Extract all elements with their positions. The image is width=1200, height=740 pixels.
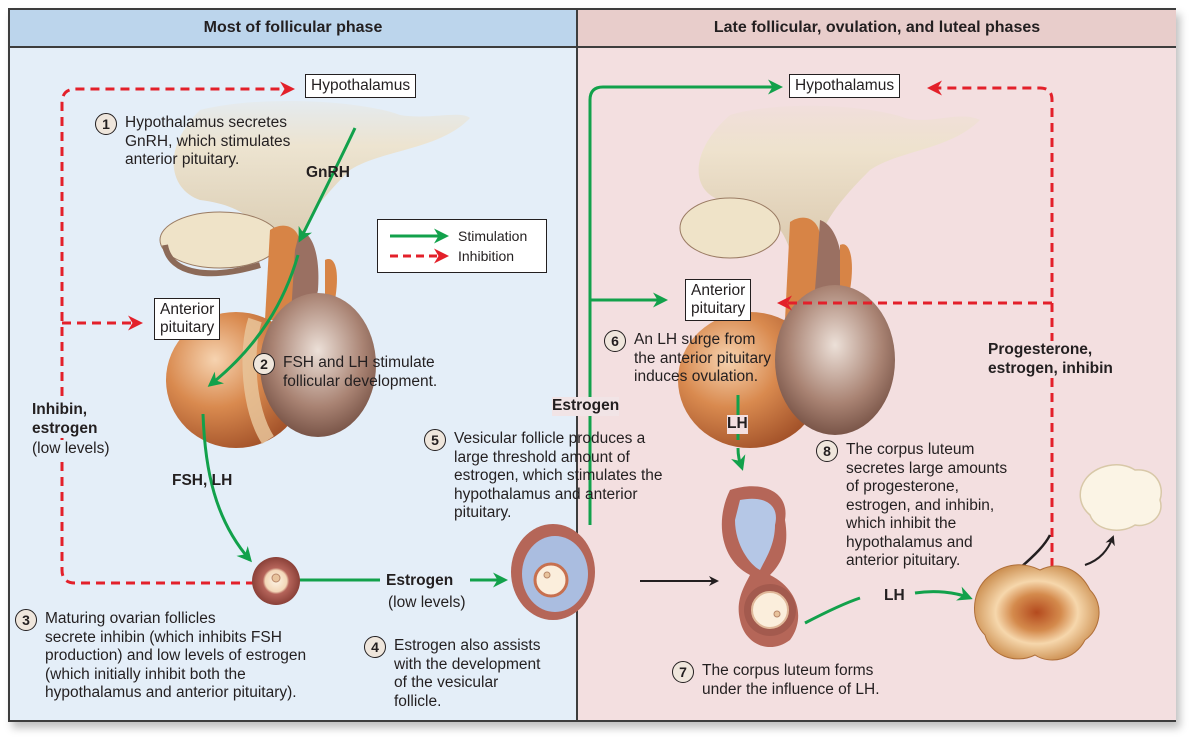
label-fsh-lh: FSH, LH	[172, 472, 233, 489]
step-number: 2	[253, 353, 275, 375]
legend-stimulation-label: Stimulation	[458, 228, 528, 244]
step-text: Vesicular follicle produces a large thre…	[454, 430, 663, 521]
step-5: 5 Vesicular follicle produces a large th…	[424, 429, 663, 523]
left-pituitary-gland	[166, 225, 376, 448]
corpus-albicans	[1079, 464, 1162, 531]
right-hypothalamus-box: Hypothalamus	[789, 74, 901, 98]
legend: Stimulation Inhibition	[377, 219, 547, 273]
step-2: 2 FSH and LH stimulate follicular develo…	[253, 353, 438, 391]
right-brain-tissue	[679, 105, 980, 259]
step-number: 3	[15, 609, 37, 631]
label-inhibin-estrogen: Inhibin, estrogen	[32, 401, 98, 438]
left-inhibition-feedback-arrows	[60, 81, 295, 585]
step-text: FSH and LH stimulate follicular developm…	[283, 354, 438, 390]
right-anterior-pituitary-box: Anterior pituitary	[685, 279, 752, 321]
left-gnrh-arrow	[298, 127, 357, 243]
step-number: 8	[816, 440, 838, 462]
label-estrogen-low-levels: (low levels)	[388, 594, 466, 611]
label-estrogen-high: Estrogen	[552, 397, 620, 416]
label-lh-surge: LH	[727, 415, 748, 434]
right-lh-corpus-arrow	[804, 586, 973, 625]
step-7: 7 The corpus luteum forms under the infl…	[672, 661, 880, 699]
panel-title-luteal: Late follicular, ovulation, and luteal p…	[578, 10, 1176, 48]
left-hypothalamus-box: Hypothalamus	[305, 74, 417, 98]
step-text: The corpus luteum secretes large amounts…	[846, 441, 1008, 569]
corpus-luteum	[974, 564, 1100, 661]
legend-inhibition-label: Inhibition	[458, 248, 515, 264]
step-1: 1 Hypothalamus secretes GnRH, which stim…	[95, 113, 291, 170]
step-text: The corpus luteum forms under the influe…	[702, 662, 880, 698]
left-fsh-lh-arrow-to-ovary	[201, 254, 300, 563]
step-text: Hypothalamus secretes GnRH, which stimul…	[125, 114, 291, 168]
step-text: An LH surge from the anterior pituitary …	[634, 331, 771, 385]
left-anterior-pituitary-box: Anterior pituitary	[154, 298, 221, 340]
label-inhibin-estrogen-levels: (low levels)	[32, 440, 110, 459]
step-8: 8 The corpus luteum secretes large amoun…	[816, 440, 1008, 571]
step-6: 6 An LH surge from the anterior pituitar…	[604, 330, 771, 387]
step-number: 1	[95, 113, 117, 135]
panel-title-follicular: Most of follicular phase	[10, 10, 576, 48]
step-number: 4	[364, 636, 386, 658]
left-maturing-follicle	[252, 557, 300, 605]
step-text: Maturing ovarian follicles secrete inhib…	[45, 610, 307, 701]
label-gnrh: GnRH	[306, 164, 350, 181]
ovulating-follicle	[721, 486, 799, 648]
label-lh-corpus: LH	[884, 587, 905, 604]
left-brain-tissue	[159, 100, 470, 277]
step-number: 7	[672, 661, 694, 683]
vesicular-follicle	[511, 524, 595, 620]
step-3: 3 Maturing ovarian follicles secrete inh…	[15, 609, 307, 703]
step-4: 4 Estrogen also assists with the develop…	[364, 636, 541, 711]
step-text: Estrogen also assists with the developme…	[394, 637, 541, 710]
estrogen-high-arrows	[588, 79, 783, 525]
step-number: 6	[604, 330, 626, 352]
label-progesterone-estrogen-inhibin: Progesterone, estrogen, inhibin	[988, 341, 1113, 378]
right-inhibition-feedback-arrows	[777, 80, 1054, 582]
step-number: 5	[424, 429, 446, 451]
label-estrogen-low: Estrogen	[386, 572, 454, 589]
